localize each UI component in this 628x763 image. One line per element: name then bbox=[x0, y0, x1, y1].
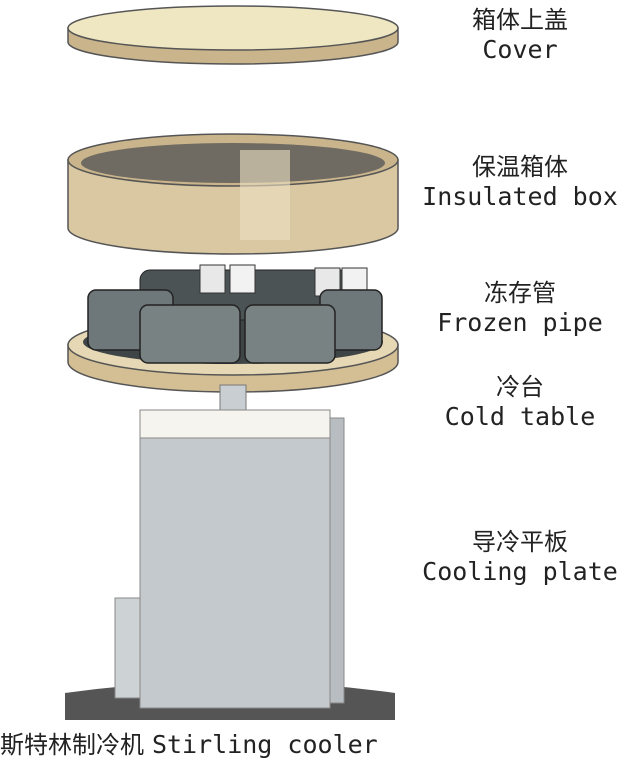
label-zh: 导冷平板 bbox=[472, 528, 568, 556]
label-en: Insulated box bbox=[422, 182, 618, 211]
cooling-plate-and-cooler bbox=[65, 384, 395, 720]
label-stirling-cooler: 斯特林制冷机 Stirling cooler bbox=[0, 730, 470, 760]
label-zh: 保温箱体 bbox=[472, 153, 568, 181]
cover-part bbox=[67, 5, 399, 65]
label-en: Cover bbox=[482, 35, 558, 64]
label-zh: 冻存管 bbox=[484, 279, 556, 307]
label-en: Cold table bbox=[444, 402, 596, 431]
label-en: Stirling cooler bbox=[151, 730, 378, 759]
frozen-pipes bbox=[83, 264, 383, 364]
label-zh: 斯特林制冷机 bbox=[0, 731, 144, 759]
label-en: Cooling plate bbox=[422, 557, 618, 586]
label-en: Frozen pipe bbox=[437, 308, 603, 337]
label-zh: 冷台 bbox=[496, 373, 544, 401]
label-zh: 箱体上盖 bbox=[472, 6, 568, 34]
insulated-box-part bbox=[67, 133, 399, 255]
